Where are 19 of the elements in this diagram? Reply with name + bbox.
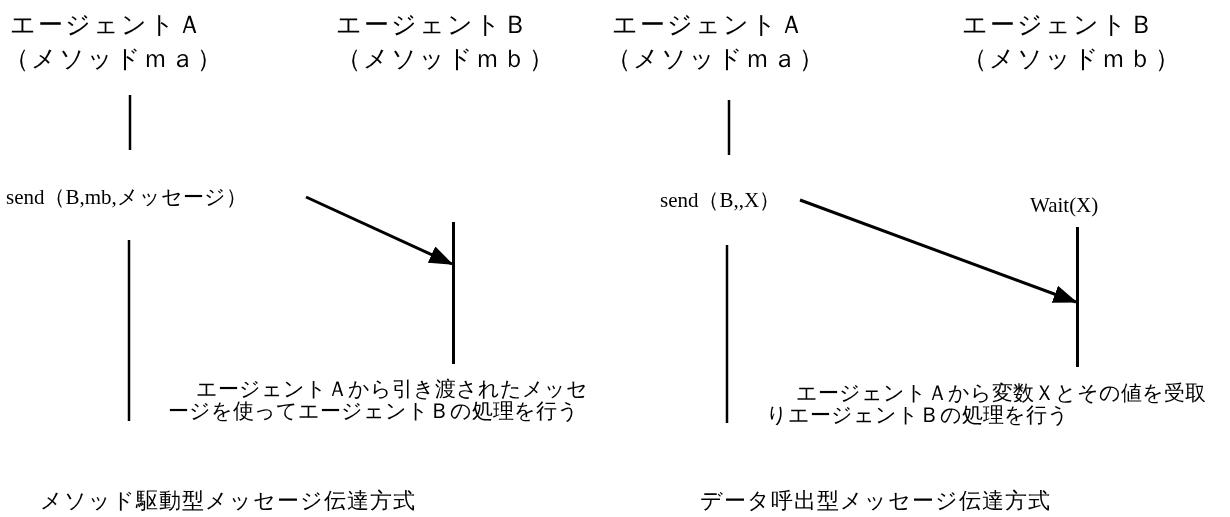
description-text: エージェントＡから引き渡されたメッセージを使ってエージェントＢの処理を行う bbox=[168, 378, 589, 422]
agent-heading: エージェントＡ bbox=[10, 10, 205, 40]
agent-heading: エージェントＢ bbox=[962, 10, 1157, 40]
arrow bbox=[305, 195, 454, 266]
message-text: send（B,,X） bbox=[660, 186, 800, 214]
description-text: エージェントＡから変数Ｘとその値を受取りエージェントＢの処理を行う bbox=[766, 382, 1207, 426]
wait-label: Wait(X) bbox=[1030, 192, 1100, 219]
caption-text: メソッド駆動型メッセージ伝達方式 bbox=[40, 487, 417, 515]
agent-heading: エージェントＡ bbox=[612, 10, 807, 40]
arrow bbox=[799, 198, 1078, 304]
agent-heading: （メソッドｍｂ） bbox=[962, 44, 1183, 74]
message-text: send（B,mb,メッセージ） bbox=[6, 183, 306, 211]
agent-heading: エージェントＢ bbox=[336, 10, 531, 40]
agent-heading: （メソッドｍｂ） bbox=[336, 44, 557, 74]
caption-text: データ呼出型メッセージ伝達方式 bbox=[700, 487, 1052, 515]
lifeline bbox=[452, 222, 455, 364]
lifeline bbox=[1076, 227, 1079, 367]
agent-heading: （メソッドｍａ） bbox=[4, 44, 225, 74]
agent-heading: （メソッドｍａ） bbox=[606, 44, 827, 74]
